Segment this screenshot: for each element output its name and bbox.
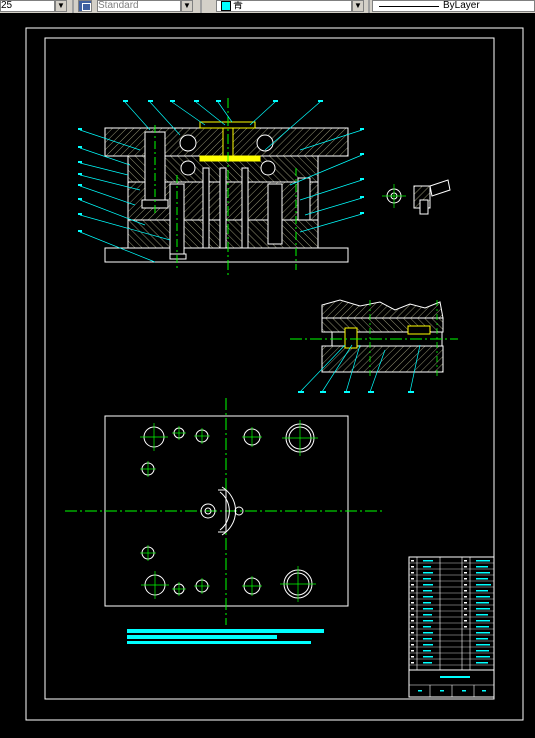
chevron-down-icon[interactable]: ▼	[181, 0, 193, 12]
text-style-icon[interactable]	[78, 0, 92, 12]
sheet-outer-border	[25, 27, 524, 721]
drawing-canvas[interactable]	[0, 13, 535, 738]
scale-combo[interactable]: 25	[0, 0, 55, 12]
text-style-value: Standard	[98, 0, 139, 11]
toolbar-separator	[72, 0, 74, 13]
layer-name: 青	[233, 0, 243, 12]
sheet-inner-border	[44, 37, 495, 700]
text-style-combo[interactable]: Standard	[97, 0, 181, 12]
properties-toolbar: 25 ▼ Standard ▼ 青 ▼ ByLayer	[0, 0, 535, 13]
linetype-value: ByLayer	[443, 0, 480, 11]
linetype-combo[interactable]: ByLayer	[372, 0, 535, 12]
toolbar-separator	[200, 0, 202, 13]
scale-value: 25	[1, 0, 13, 11]
layer-color-swatch	[221, 1, 231, 11]
main-section-view	[78, 98, 364, 275]
toolbar-separator	[368, 0, 370, 13]
technical-notes	[127, 629, 324, 644]
chevron-down-icon[interactable]: ▼	[352, 0, 364, 12]
chevron-down-icon[interactable]: ▼	[55, 0, 67, 12]
layer-combo[interactable]: 青	[216, 0, 352, 12]
mold-drawing	[25, 27, 524, 721]
title-block	[408, 556, 495, 698]
linetype-sample	[379, 6, 439, 7]
plan-view	[65, 398, 382, 625]
ejector-section-view	[290, 299, 458, 393]
part-detail-view	[382, 179, 451, 215]
